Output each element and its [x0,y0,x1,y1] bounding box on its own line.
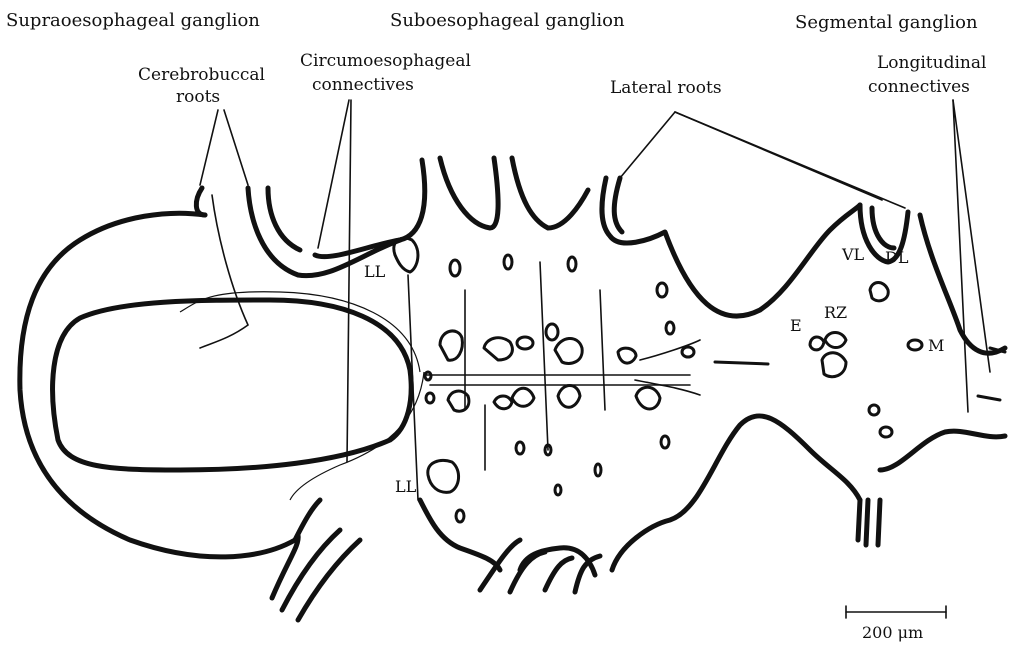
header-segmental: Segmental ganglion [795,12,978,33]
scale-bar-label: 200 μm [862,623,923,642]
label-cerebrobuccal-line1: Cerebrobuccal [138,65,265,85]
cell-label-m: M [928,336,944,355]
suboesophageal-outline-top [400,158,860,316]
cell-label-ll-bottom: LL [395,477,417,496]
label-circumoesophageal-line1: Circumoesophageal [300,51,471,71]
cell-label-e: E [790,316,802,335]
cell-label-dl: DL [885,248,909,267]
cell-label-vl: VL [841,245,865,264]
label-cerebrobuccal-line2: roots [176,87,220,107]
cerebrobuccal-root-1 [196,188,205,215]
neuropil-lines [408,262,700,500]
header-suboesophageal: Suboesophageal ganglion [390,10,625,31]
label-circumoesophageal-line2: connectives [312,75,414,95]
label-longitudinal-line2: connectives [868,77,970,97]
label-lateral-roots: Lateral roots [610,78,722,98]
oesophagus-lumen [53,300,412,470]
scale-bar: 200 μm [846,606,946,642]
header-supraoesophageal: Supraoesophageal ganglion [6,10,260,31]
supraoesophageal-outer [20,213,295,557]
suboesophageal-outline-bottom [420,416,860,575]
cell-label-rz: RZ [824,303,847,322]
label-longitudinal-line1: Longitudinal [877,53,986,73]
pointer-lines [200,100,990,462]
cell-label-ll-top: LL [364,262,386,281]
